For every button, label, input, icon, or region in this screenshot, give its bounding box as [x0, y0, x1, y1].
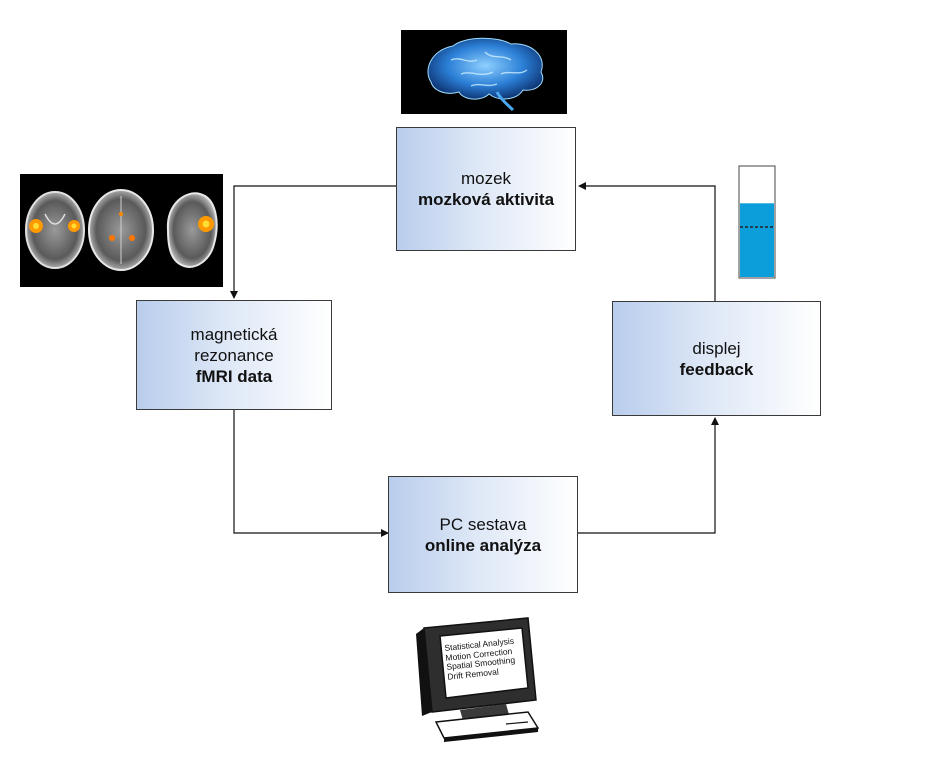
glowing-brain-icon: [401, 30, 567, 114]
feedback-thermometer-icon: [738, 165, 776, 279]
arrow-display-to-brain: [578, 182, 716, 301]
box-subtitle: feedback: [679, 359, 754, 379]
computer-screen-text: Statistical Analysis Motion Correction S…: [444, 636, 518, 682]
arrow-mri-to-pc: [233, 410, 389, 537]
box-subtitle: mozková aktivita: [417, 190, 555, 209]
mri-data-box: magnetická rezonance fMRI data: [136, 300, 332, 410]
arrow-brain-to-mri: [230, 185, 396, 299]
feedback-level-fill: [740, 203, 774, 277]
arrow-pc-to-display: [577, 417, 719, 534]
box-title: rezonance: [194, 345, 274, 365]
pc-analysis-box: PC sestava online analýza: [388, 476, 578, 593]
box-title: mozek: [460, 169, 512, 188]
box-title: PC sestava: [439, 514, 527, 534]
computer-monitor-icon: [416, 617, 540, 742]
brain-activity-box: mozek mozková aktivita: [396, 127, 576, 251]
box-title: displej: [692, 338, 741, 358]
mri-brain-scans-icon: [20, 174, 223, 287]
box-title: magnetická: [190, 324, 278, 344]
box-subtitle: online analýza: [424, 535, 542, 555]
box-subtitle: fMRI data: [195, 366, 273, 386]
display-feedback-box: displej feedback: [612, 301, 821, 416]
